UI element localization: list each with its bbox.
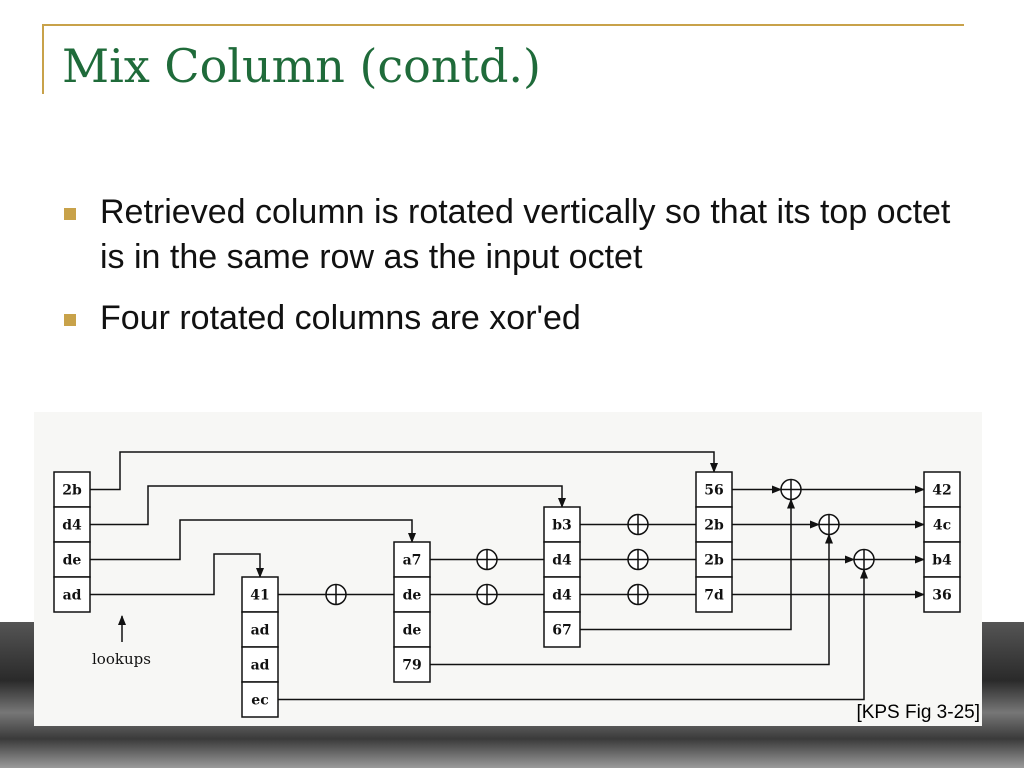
rotated-col-c-octet-box: [543, 611, 581, 648]
rotated-col-c-octet-box: [543, 506, 581, 543]
output-octet-label: 42: [932, 483, 951, 499]
bullet-item: Four rotated columns are xor'ed: [60, 296, 960, 341]
bullet-list: Retrieved column is rotated vertically s…: [60, 190, 960, 357]
xor-icon: [853, 548, 875, 571]
rotated-col-a-octet-label: ec: [251, 693, 268, 709]
rotated-col-d-octet-label: 2b: [704, 518, 724, 534]
rotated-col-a-octet-label: ad: [251, 623, 270, 639]
output-octet-box: [923, 471, 961, 508]
input-octet-box: [53, 541, 91, 578]
rotated-col-c-octet-box: [543, 576, 581, 613]
rotated-col-a-octet-box: [241, 611, 279, 648]
input-octet-label: ad: [63, 588, 82, 604]
xor-icon: [818, 513, 840, 536]
title-rule-horizontal: [42, 24, 964, 26]
rotated-col-c-octet-label: d4: [552, 553, 572, 569]
lookup-feed-line: [90, 451, 718, 491]
lookup-feed-line: [90, 553, 264, 596]
rotated-col-c-octet-label: b3: [552, 518, 572, 534]
bullet-text: Four rotated columns are xor'ed: [100, 298, 581, 337]
rotated-col-b-octet-label: de: [403, 588, 422, 604]
rotated-col-b-octet-label: 79: [402, 658, 421, 674]
rotated-col-d-octet-box: [695, 576, 733, 613]
wrap-line: [278, 568, 868, 701]
rotated-col-a-octet-box: [241, 681, 279, 718]
output-octet-box: [923, 541, 961, 578]
rotated-col-a-octet-box: [241, 576, 279, 613]
rotated-col-b-octet-label: de: [403, 623, 422, 639]
lookup-feed-line: [90, 485, 566, 526]
diagram-panel: [34, 412, 982, 726]
xor-icon: [627, 548, 649, 571]
xor-icon: [627, 583, 649, 606]
rotated-col-c-octet-label: 67: [552, 623, 571, 639]
wrap-line: [430, 533, 833, 666]
bullet-item: Retrieved column is rotated vertically s…: [60, 190, 960, 280]
bullet-text: Retrieved column is rotated vertically s…: [100, 193, 951, 276]
lookup-feed-line: [90, 519, 416, 561]
xor-icon: [476, 583, 498, 606]
figure-caption: [KPS Fig 3-25]: [856, 702, 980, 723]
rotated-col-c-octet-box: [543, 541, 581, 578]
rotated-col-c-octet-label: d4: [552, 588, 572, 604]
output-octet-label: 4c: [933, 518, 951, 534]
rotated-col-d-octet-label: 56: [704, 483, 723, 499]
input-octet-label: d4: [62, 518, 82, 534]
input-octet-box: [53, 576, 91, 613]
xor-icon: [476, 548, 498, 571]
mix-column-diagram: 2b d4 de ad 41 ad ad ec a7 de de 79 b3 d4 d4 67 56 2b 2b 7d…: [53, 451, 961, 718]
rotated-col-a-octet-label: ad: [251, 658, 270, 674]
rotated-col-d-octet-box: [695, 541, 733, 578]
xor-icon: [627, 513, 649, 536]
lookups-label: lookups: [92, 650, 151, 668]
rotated-col-b-octet-box: [393, 541, 431, 578]
rotated-col-d-octet-box: [695, 506, 733, 543]
rotated-col-d-octet-label: 2b: [704, 553, 724, 569]
xor-icon: [325, 583, 347, 606]
output-octet-label: 36: [932, 588, 951, 604]
page-title: Mix Column (contd.): [62, 39, 542, 93]
title-rule-vertical: [42, 24, 44, 94]
wrap-line: [580, 498, 795, 631]
input-octet-label: 2b: [62, 483, 82, 499]
rotated-col-b-octet-box: [393, 646, 431, 683]
rotated-col-a-octet-box: [241, 646, 279, 683]
rotated-col-b-octet-box: [393, 576, 431, 613]
rotated-col-a-octet-label: 41: [250, 588, 269, 604]
output-octet-box: [923, 576, 961, 613]
output-octet-box: [923, 506, 961, 543]
xor-icon: [780, 478, 802, 501]
square-bullet-icon: [64, 208, 76, 220]
square-bullet-icon: [64, 313, 76, 326]
output-octet-label: b4: [932, 553, 952, 569]
rotated-col-b-octet-label: a7: [403, 553, 422, 569]
rotated-col-d-octet-label: 7d: [704, 588, 724, 604]
input-octet-label: de: [63, 553, 82, 569]
